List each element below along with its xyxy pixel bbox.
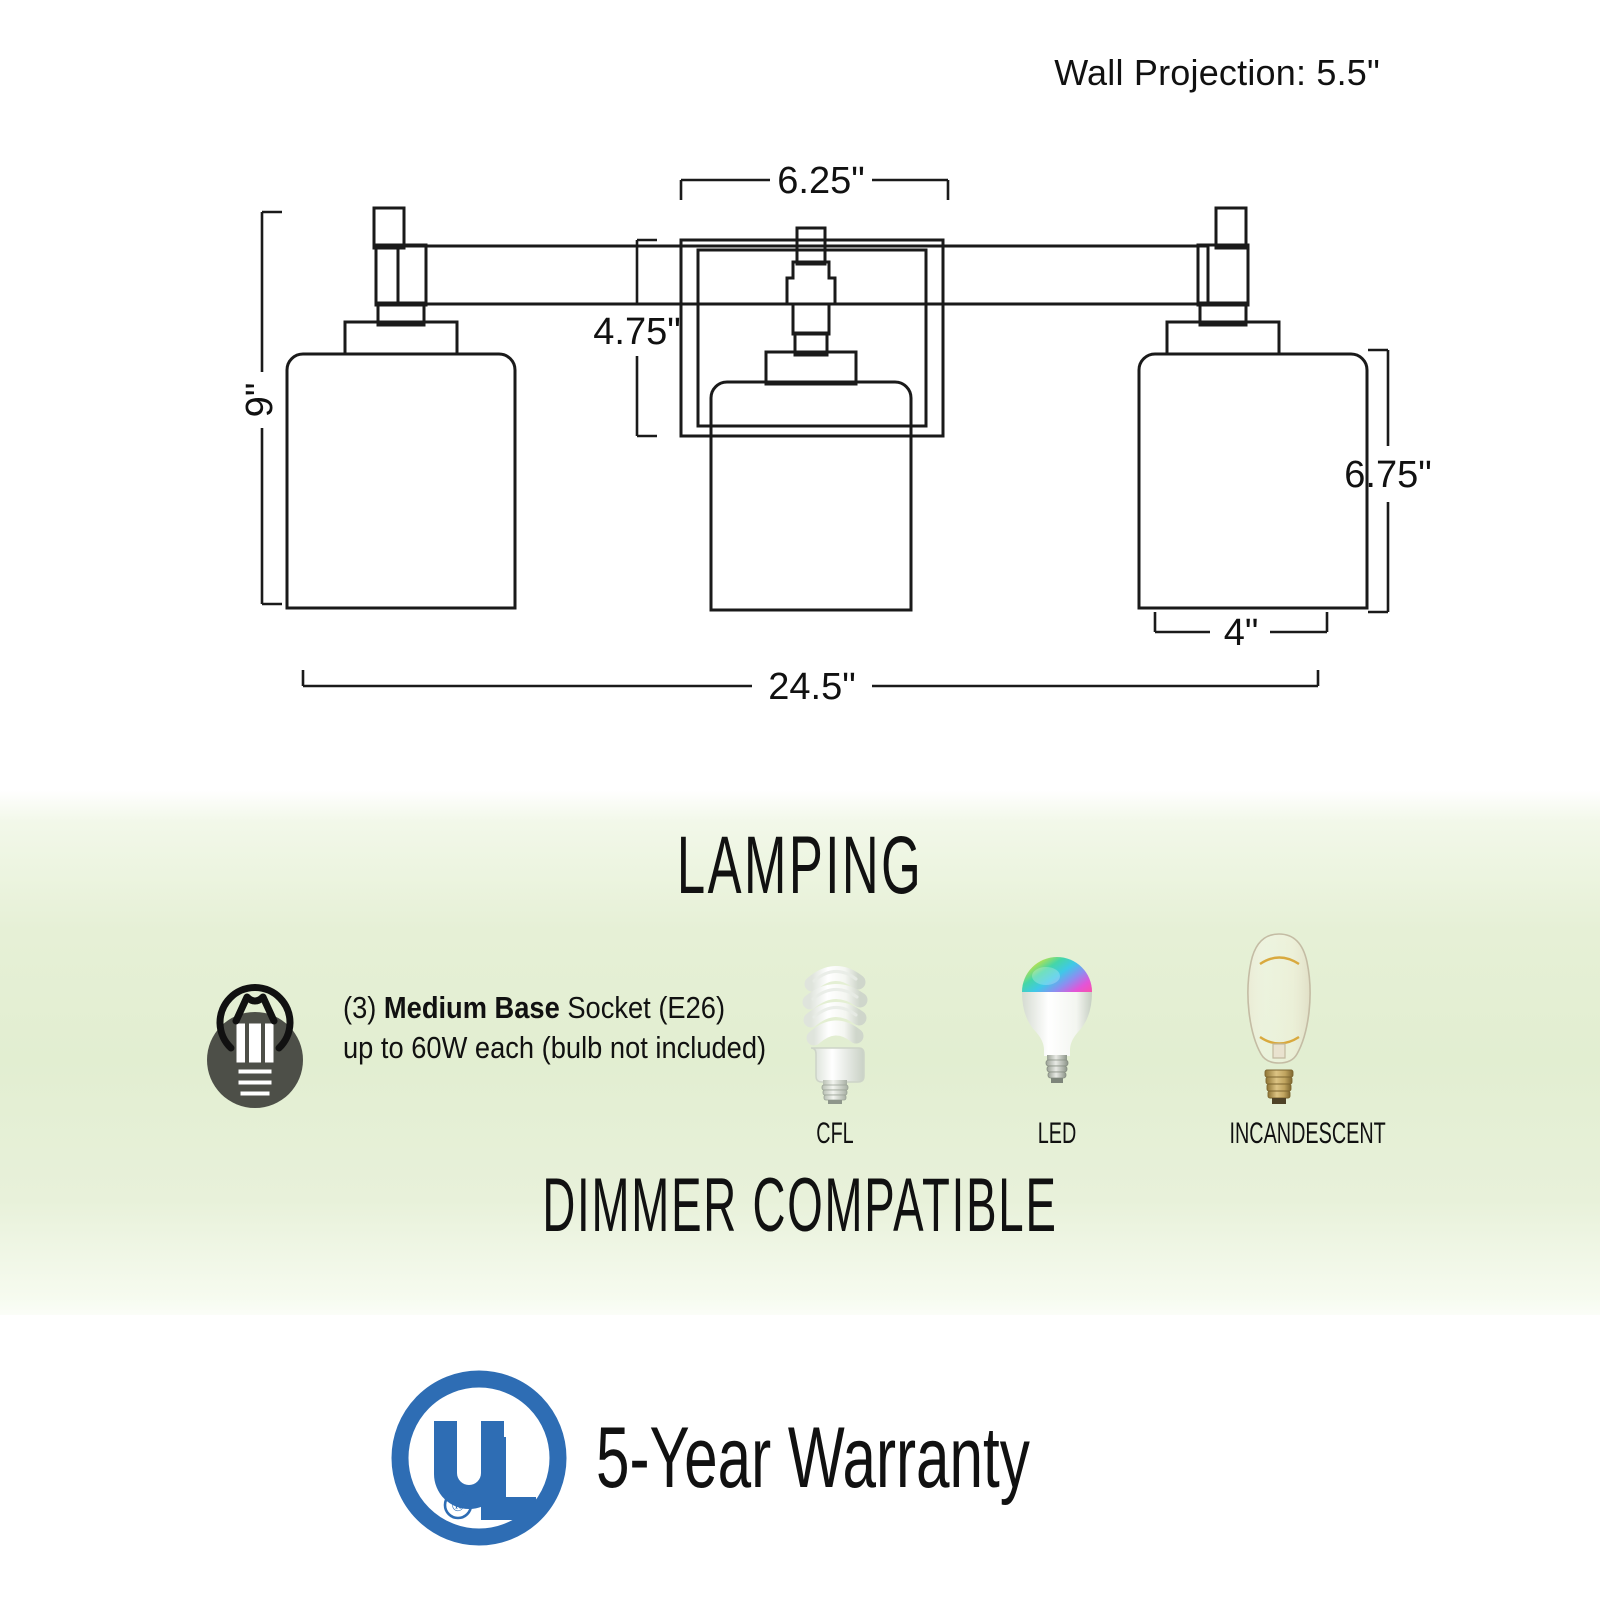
socket-spec-line-1: (3) Medium Base Socket (E26) <box>343 988 766 1028</box>
led-bulb-art <box>982 918 1132 1104</box>
dimmer-compatible-heading: DIMMER COMPATIBLE <box>542 1163 1058 1248</box>
led-bulb-icon <box>1022 957 1092 1083</box>
dim-label-height: 9" <box>239 383 281 418</box>
bulb-type-led: LED <box>982 918 1132 1150</box>
socket-emphasis: Medium Base <box>383 990 560 1025</box>
bulb-label-cfl: CFL <box>816 1117 854 1150</box>
bulb-type-cfl: CFL <box>760 918 910 1150</box>
incandescent-bulb-art <box>1204 918 1354 1104</box>
registered-trademark-glyph: ® <box>452 1496 465 1515</box>
bulb-type-gallery: CFL <box>760 918 1386 1150</box>
ul-certification-icon: ® <box>391 1370 567 1545</box>
fixture-technical-drawing: 9" 6.25" 4.75" 6.75" 4" 24.5" <box>239 160 1432 708</box>
bulb-type-incandescent: INCANDESCENT <box>1204 918 1386 1150</box>
socket-suffix: Socket (E26) <box>559 990 726 1025</box>
socket-spec-text: (3) Medium Base Socket (E26) up to 60W e… <box>343 988 766 1068</box>
light-bulb-icon <box>207 984 303 1108</box>
cfl-bulb-art <box>760 918 910 1104</box>
dim-label-overall-width: 24.5" <box>768 666 855 708</box>
bulb-label-incandescent: INCANDESCENT <box>1229 1117 1386 1150</box>
cfl-bulb-icon <box>802 966 868 1104</box>
incandescent-bulb-icon <box>1247 933 1311 1104</box>
socket-spec-line-2: up to 60W each (bulb not included) <box>343 1030 767 1065</box>
warranty-label: 5-Year Warranty <box>596 1409 1030 1506</box>
socket-spec-block: (3) Medium Base Socket (E26) up to 60W e… <box>185 948 824 1108</box>
dimension-drawing-section: Wall Projection: 5.5" <box>239 52 1432 708</box>
dim-label-shade-width: 4" <box>1224 612 1259 654</box>
warranty-section: ® 5-Year Warranty <box>0 1315 1600 1600</box>
dim-label-backplate-width: 6.25" <box>777 160 864 202</box>
lamping-heading: LAMPING <box>676 820 924 911</box>
lamping-section: LAMPING (3) Medium Base Socket (E26) <box>0 790 1600 1330</box>
bulb-label-led: LED <box>1037 1117 1077 1150</box>
wall-projection-label: Wall Projection: 5.5" <box>1054 52 1380 93</box>
dim-label-shade-height: 6.75" <box>1344 454 1431 496</box>
socket-count: (3) <box>343 990 384 1025</box>
dim-label-backplate-height: 4.75" <box>593 311 680 353</box>
